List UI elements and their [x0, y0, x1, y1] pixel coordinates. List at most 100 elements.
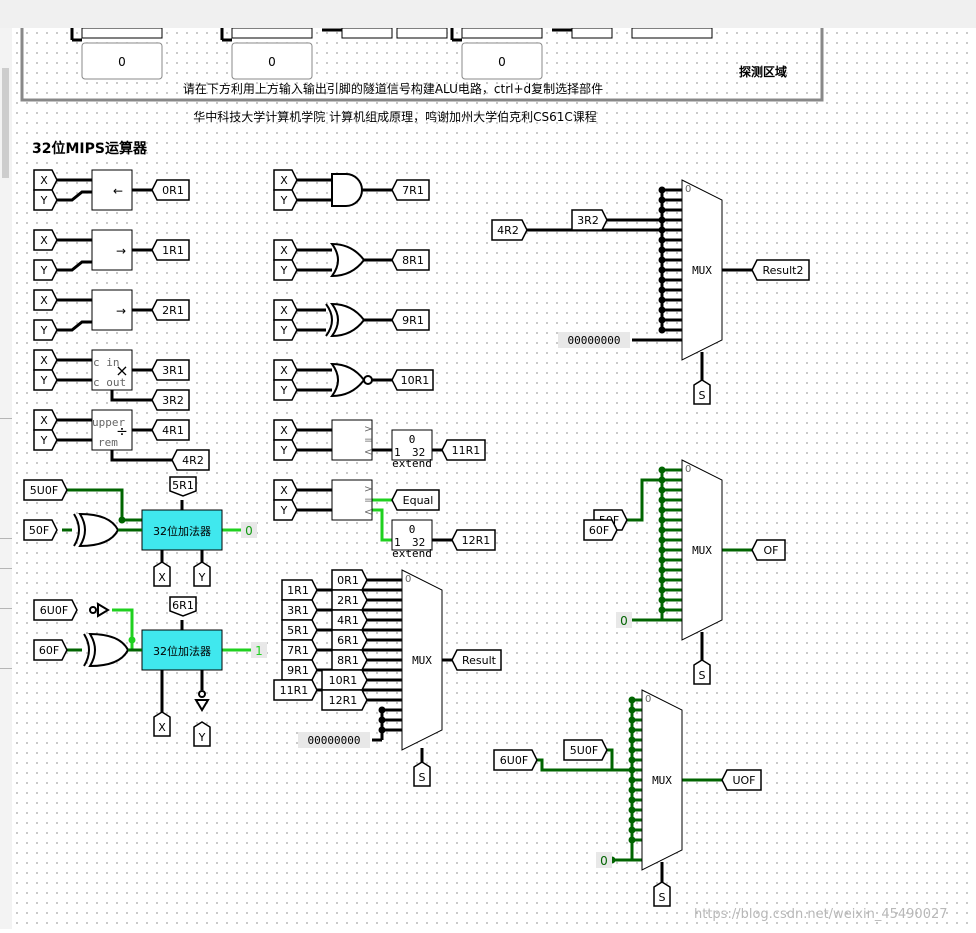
- circuit-canvas[interactable]: 0 0 0 探测区域 请在下方利用上方输入输出引脚的隧道信号构建ALU电路，ct…: [12, 27, 976, 929]
- tunnel-4r2[interactable]: 4R2: [491, 219, 528, 241]
- tunnel-x[interactable]: X: [33, 289, 58, 311]
- probe-box[interactable]: 0: [231, 42, 313, 80]
- tunnel-x[interactable]: X: [273, 479, 298, 501]
- xor-gate[interactable]: [83, 632, 130, 668]
- tunnel-result2[interactable]: Result2: [751, 259, 810, 281]
- adder-1-cin[interactable]: 0: [241, 522, 257, 538]
- tunnel-5r1[interactable]: 5R1: [169, 476, 197, 497]
- tunnel-3r1[interactable]: 3R1: [151, 359, 190, 381]
- bit-extender-2[interactable]: 0 1 32 extend: [391, 519, 433, 560]
- tunnel-11r1[interactable]: 11R1: [273, 679, 318, 701]
- tunnel-x[interactable]: X: [273, 419, 298, 441]
- tunnel-3r2[interactable]: 3R2: [571, 209, 608, 231]
- comparator-2[interactable]: > = <: [331, 479, 373, 521]
- xor-gate[interactable]: [73, 512, 120, 548]
- tunnel-y[interactable]: Y: [273, 189, 298, 211]
- tunnel-6u0f[interactable]: 6U0F: [33, 599, 78, 621]
- tunnel-y[interactable]: Y: [273, 319, 298, 341]
- tunnel-x[interactable]: X: [273, 359, 298, 381]
- tunnel-4r2[interactable]: 4R2: [171, 449, 210, 471]
- tunnel-y[interactable]: Y: [273, 439, 298, 461]
- tunnel-0r1[interactable]: 0R1: [331, 569, 368, 591]
- tunnel-of[interactable]: OF: [751, 539, 786, 561]
- tunnel-1r1[interactable]: 1R1: [281, 579, 318, 601]
- divider-unit[interactable]: upper rem ÷: [91, 409, 133, 451]
- nor-gate[interactable]: [330, 362, 373, 398]
- not-gate[interactable]: [194, 690, 210, 712]
- tunnel-equal[interactable]: Equal: [391, 489, 440, 511]
- mux-result2[interactable]: 0 MUX: [681, 179, 723, 361]
- tunnel-11r1[interactable]: 11R1: [441, 439, 486, 461]
- tunnel-4r1[interactable]: 4R1: [331, 609, 368, 631]
- probe-box[interactable]: 0: [461, 42, 543, 80]
- tunnel-7r1[interactable]: 7R1: [281, 639, 318, 661]
- const-uof[interactable]: 0: [596, 852, 612, 868]
- shift-right-arith-unit[interactable]: →: [91, 289, 133, 331]
- tunnel-x[interactable]: X: [33, 349, 58, 371]
- adder-2[interactable]: 32位加法器: [141, 629, 223, 671]
- probe-box[interactable]: 0: [81, 42, 163, 80]
- tunnel-y[interactable]: Y: [193, 721, 211, 747]
- tunnel-s[interactable]: S: [693, 379, 711, 405]
- tunnel-s[interactable]: S: [693, 659, 711, 685]
- tunnel-y[interactable]: Y: [33, 259, 58, 281]
- const-zero-bus[interactable]: 00000000: [298, 732, 370, 748]
- tunnel-6u0f[interactable]: 6U0F: [493, 749, 538, 771]
- tunnel-5r1[interactable]: 5R1: [281, 619, 318, 641]
- tunnel-y[interactable]: Y: [273, 499, 298, 521]
- tunnel-9r1[interactable]: 9R1: [391, 309, 430, 331]
- tunnel-8r1[interactable]: 8R1: [331, 649, 368, 671]
- tunnel-x[interactable]: X: [33, 409, 58, 431]
- tunnel-9r1[interactable]: 9R1: [281, 659, 318, 681]
- tunnel-60f[interactable]: 60F: [583, 519, 618, 541]
- tunnel-2r1[interactable]: 2R1: [151, 299, 190, 321]
- tunnel-result[interactable]: Result: [451, 649, 502, 671]
- scrollbar-thumb[interactable]: [2, 68, 9, 178]
- tunnel-6r1[interactable]: 6R1: [169, 596, 197, 617]
- tunnel-1r1[interactable]: 1R1: [151, 239, 190, 261]
- tunnel-5u0f[interactable]: 5U0F: [563, 739, 608, 761]
- tunnel-s[interactable]: S: [413, 761, 431, 787]
- shift-right-logical-unit[interactable]: →: [91, 229, 133, 271]
- not-gate[interactable]: [89, 602, 110, 618]
- const-of[interactable]: 0: [616, 612, 632, 628]
- const-zero-bus[interactable]: 00000000: [558, 332, 630, 348]
- adder-2-cin[interactable]: 1: [251, 642, 267, 658]
- tunnel-y[interactable]: Y: [33, 319, 58, 341]
- tunnel-0r1[interactable]: 0R1: [151, 179, 190, 201]
- shift-left-unit[interactable]: ←: [91, 169, 133, 211]
- tunnel-x[interactable]: X: [33, 169, 58, 191]
- tunnel-10r1[interactable]: 10R1: [391, 369, 434, 391]
- tunnel-x[interactable]: X: [153, 561, 171, 587]
- mux-of[interactable]: 0 MUX: [681, 459, 723, 641]
- tunnel-x[interactable]: X: [33, 229, 58, 251]
- tunnel-7r1[interactable]: 7R1: [391, 179, 430, 201]
- tunnel-y[interactable]: Y: [33, 369, 58, 391]
- tunnel-x[interactable]: X: [153, 711, 171, 737]
- tunnel-12r1[interactable]: 12R1: [451, 529, 496, 551]
- xor-gate[interactable]: [325, 302, 366, 338]
- or-gate[interactable]: [330, 242, 366, 278]
- multiplier-unit[interactable]: c in c out ×: [91, 349, 133, 391]
- tunnel-3r1[interactable]: 3R1: [281, 599, 318, 621]
- tunnel-y[interactable]: Y: [193, 561, 211, 587]
- adder-1[interactable]: 32位加法器: [141, 509, 223, 551]
- tunnel-uof[interactable]: UOF: [721, 769, 762, 791]
- tunnel-5u0f[interactable]: 5U0F: [23, 479, 68, 501]
- tunnel-4r1[interactable]: 4R1: [151, 419, 190, 441]
- tunnel-x[interactable]: X: [273, 169, 298, 191]
- tunnel-x[interactable]: X: [273, 299, 298, 321]
- tunnel-10r1[interactable]: 10R1: [321, 669, 368, 691]
- tunnel-2r1[interactable]: 2R1: [331, 589, 368, 611]
- tunnel-12r1[interactable]: 12R1: [321, 689, 368, 711]
- mux-result[interactable]: 0 MUX: [401, 569, 443, 751]
- tunnel-50f[interactable]: 50F: [23, 519, 58, 541]
- bit-extender-1[interactable]: 0 1 32 extend: [391, 429, 433, 470]
- tunnel-y[interactable]: Y: [273, 259, 298, 281]
- tunnel-8r1[interactable]: 8R1: [391, 249, 430, 271]
- tunnel-x[interactable]: X: [273, 239, 298, 261]
- comparator-1[interactable]: > = <: [331, 419, 373, 461]
- tunnel-s[interactable]: S: [653, 881, 671, 907]
- tunnel-y[interactable]: Y: [33, 189, 58, 211]
- tunnel-6r1[interactable]: 6R1: [331, 629, 368, 651]
